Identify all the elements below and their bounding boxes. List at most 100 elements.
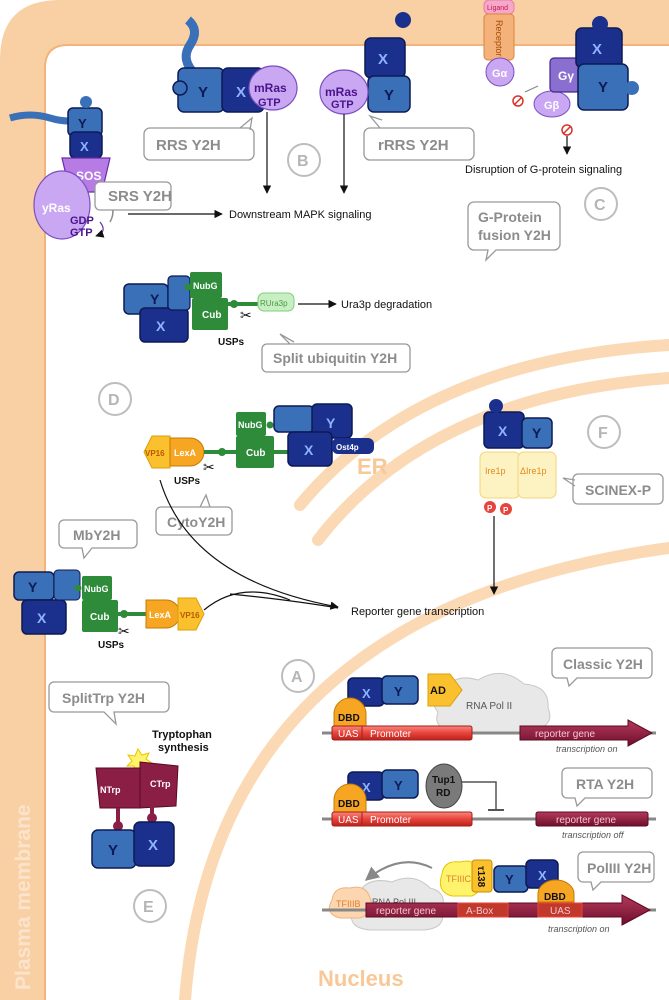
scissors-icon: ✂: [203, 459, 215, 475]
bubble-rta: RTA Y2H: [576, 776, 634, 792]
abox-label: A-Box: [466, 906, 493, 917]
section-b: Y X mRas GTP X Y mRas GTP RRS Y2H rRRS Y…: [128, 12, 475, 221]
membrane-anchor-b: [181, 16, 200, 79]
dire1p-label: ΔIre1p: [520, 466, 547, 476]
y-label: Y: [150, 291, 160, 307]
sos-label: SOS: [76, 169, 101, 183]
uas-label: UAS: [338, 729, 359, 740]
usps-label: USPs: [174, 476, 201, 487]
tfiiib-label: TFIIIB: [336, 899, 361, 909]
y-label: Y: [394, 684, 403, 699]
x-label: X: [538, 868, 547, 883]
trp-label-line1: Tryptophan: [152, 729, 212, 741]
tup1-label: Tup1: [432, 775, 456, 786]
x-label: X: [362, 686, 371, 701]
gtp-label-2: GTP: [331, 99, 354, 111]
membrane-label: Plasma membrane: [12, 804, 35, 990]
yras-label: yRas: [42, 201, 71, 215]
section-a: A Classic Y2H RNA Pol II X Y AD DBD UAS …: [281, 647, 656, 934]
dbd-label: DBD: [544, 892, 566, 903]
ad-label: AD: [430, 685, 446, 697]
x-label: X: [362, 780, 371, 795]
y-label: Y: [78, 116, 87, 131]
gtp-label-1: GTP: [258, 97, 281, 109]
usps-label: USPs: [218, 337, 245, 348]
vp16-label-mb: VP16: [180, 611, 200, 620]
section-e-splittrp: SplitTrp Y2H Tryptophan synthesis NTrp C…: [48, 681, 212, 923]
x-label: X: [148, 837, 158, 854]
section-f-scinex: X Y Ire1p ΔIre1p P P F SCINEX-P: [479, 399, 664, 595]
y-label: Y: [598, 79, 608, 96]
gdp-label: GDP: [70, 215, 94, 227]
bubble-splittrp: SplitTrp Y2H: [62, 690, 145, 706]
cyto-y2h-assembly: VP16 LexA ✂ NubG Cub Y X Ost4p USPs Cyto…: [143, 403, 374, 536]
x-label: X: [378, 51, 388, 68]
y-label: Y: [28, 579, 38, 595]
ire1p-label: Ire1p: [485, 466, 506, 476]
scissors-icon: ✂: [240, 307, 252, 323]
bubble-mb: MbY2H: [73, 527, 120, 543]
mras-label-1: mRas: [254, 81, 287, 95]
dbd-label: DBD: [338, 713, 360, 724]
tx-off-label: transcription off: [562, 830, 625, 840]
x-label: X: [156, 318, 166, 334]
ura3p-degradation-label: Ura3p degradation: [341, 299, 432, 311]
nucleus-membrane: [179, 542, 669, 1000]
nubg-label: NubG: [238, 420, 263, 430]
receptor-label: Receptor: [494, 20, 504, 57]
bubble-scinex: SCINEX-P: [585, 482, 651, 498]
cub-label: Cub: [246, 448, 265, 459]
gbeta-label: Gβ: [544, 100, 560, 112]
x-label: X: [304, 442, 314, 458]
y-label: Y: [384, 87, 394, 104]
cub-label: Cub: [90, 612, 109, 623]
x-label: X: [592, 41, 602, 58]
bubble-gprotein-line2: fusion Y2H: [478, 227, 551, 243]
nucleus-label: Nucleus: [318, 966, 404, 991]
nubg-label: NubG: [84, 584, 109, 594]
bubble-cyto: CytoY2H: [167, 514, 225, 530]
ost4p-label: Ost4p: [336, 443, 359, 452]
y-label: Y: [505, 872, 514, 887]
cub-label: Cub: [202, 310, 221, 321]
y-label: Y: [108, 842, 118, 859]
bubble-gprotein-line1: G-Protein: [478, 209, 542, 225]
promoter-label: Promoter: [370, 815, 412, 826]
lexa-label-mb: LexA: [149, 610, 172, 620]
vp16-label-cyto: VP16: [145, 449, 165, 458]
arrow-cyto-to-reporter: [159, 479, 339, 610]
mb-y2h-assembly: MbY2H Y X NubG Cub ✂ LexA VP16 USPs: [13, 519, 291, 651]
tfiiic-label: TFIIIC: [446, 874, 471, 884]
rura3p-label: RUra3p: [260, 299, 288, 308]
x-label: X: [498, 423, 508, 439]
ligand-label: Ligand: [487, 5, 508, 12]
rnapol2-label: RNA Pol II: [466, 701, 512, 712]
tx-on-label: transcription on: [548, 924, 610, 934]
bubble-split-ubiquitin: Split ubiquitin Y2H: [273, 350, 397, 366]
reporter-gene-label: reporter gene: [376, 906, 436, 917]
ctrp-label: CTrp: [150, 779, 171, 789]
y-label: Y: [326, 415, 336, 431]
mras-label-2: mRas: [325, 85, 358, 99]
section-letter-a: A: [291, 669, 303, 686]
t138-label: τ138: [475, 866, 486, 888]
y-label: Y: [532, 425, 542, 441]
section-letter-d: D: [108, 392, 120, 409]
bubble-classic: Classic Y2H: [563, 656, 643, 672]
gtp-label: GTP: [70, 227, 93, 239]
section-letter-e: E: [143, 899, 154, 916]
trp-label-line2: synthesis: [158, 742, 209, 754]
tx-on-label: transcription on: [556, 744, 618, 754]
phospho-label: P: [503, 506, 509, 515]
usps-label: USPs: [98, 640, 125, 651]
y-label: Y: [394, 778, 403, 793]
bubble-rrs: RRS Y2H: [156, 137, 221, 154]
x-label: X: [236, 84, 246, 101]
x-label: X: [37, 610, 47, 626]
lexa-label-cyto: LexA: [174, 448, 197, 458]
er-label: ER: [357, 454, 388, 479]
nubg-label: NubG: [193, 281, 218, 291]
srs-assembly: Y X SOS yRas GDP GTP SRS Y2H: [8, 96, 172, 240]
scissors-icon: ✂: [118, 623, 130, 639]
